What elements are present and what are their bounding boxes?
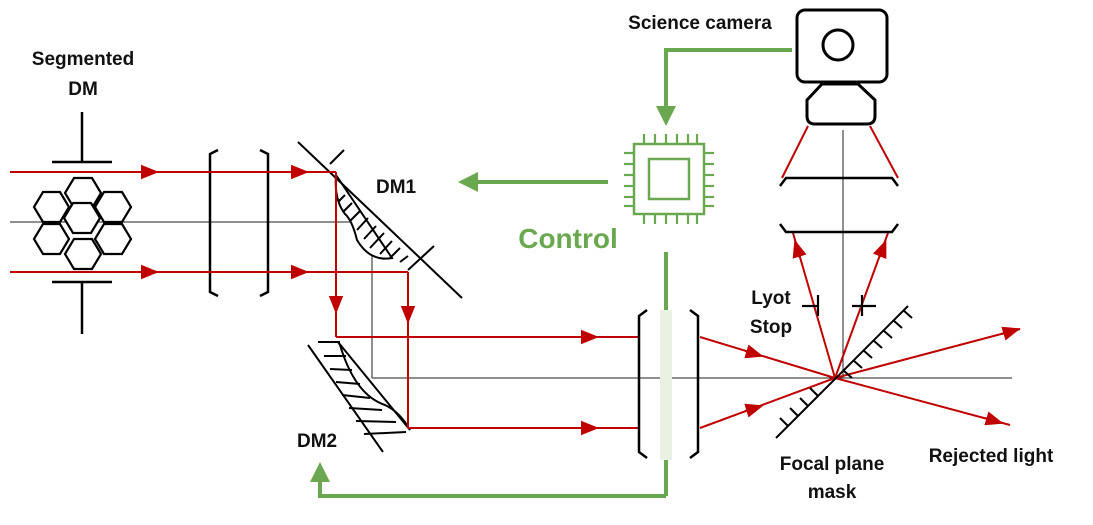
lyot-stop-label: Lyot [751, 288, 791, 309]
dm1-label: DM1 [376, 177, 417, 198]
control-label: Control [518, 223, 618, 254]
focal-plane-mask [775, 305, 913, 439]
relay-lens-2 [637, 309, 700, 460]
relay-lens-1 [208, 148, 270, 298]
dm2-label: DM2 [297, 431, 337, 452]
lyot-stop-label-2: Stop [750, 317, 792, 338]
beam-arrows [140, 164, 1021, 436]
segmented-dm-label: Segmented [32, 49, 134, 70]
focal-plane-mask-label-2: mask [808, 482, 857, 503]
science-camera-label: Science camera [628, 13, 772, 34]
segmented-dm-label-2: DM [68, 79, 98, 100]
segmented-dm-stop [52, 112, 112, 334]
light-beams [10, 125, 1021, 429]
lyot-stop [802, 295, 876, 316]
camera-lens [779, 176, 899, 234]
hexagon-segments [32, 176, 133, 271]
optical-axis [10, 130, 1012, 379]
dm2-mirror [307, 341, 411, 453]
focal-plane-mask-label: Focal plane [780, 454, 885, 475]
rejected-light-label: Rejected light [929, 446, 1054, 467]
camera-icon [795, 8, 889, 126]
segmented-dm [32, 112, 133, 334]
dm1-mirror [297, 141, 463, 299]
control-lines [310, 48, 792, 498]
chip-icon [624, 134, 714, 224]
